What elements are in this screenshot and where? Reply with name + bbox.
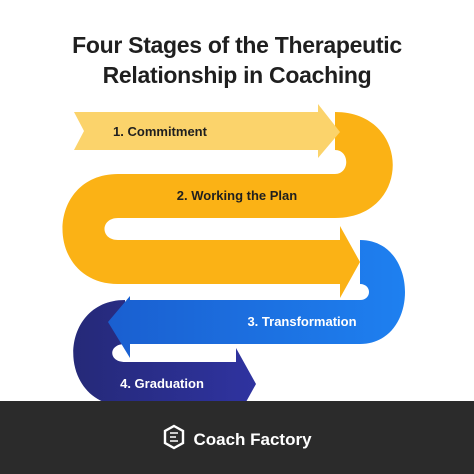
coach-factory-logo-icon [162,424,186,455]
stage-3-transformation-band [108,240,405,358]
title-line-2: Relationship in Coaching [102,62,372,88]
stage-1-label: 1. Commitment [113,124,208,139]
stage-3-label: 3. Transformation [247,314,356,329]
stage-2-working-the-plan-band [62,112,393,298]
brand-name: Coach Factory [193,429,312,449]
brand: Coach Factory [162,424,312,455]
stage-4-label: 4. Graduation [120,376,204,391]
stage-2-label: 2. Working the Plan [177,188,297,203]
diagram-title: Four Stages of the Therapeutic Relations… [0,30,474,90]
stage-1-commitment-band [74,104,340,158]
footer-bar: Coach Factory [0,401,474,474]
title-line-1: Four Stages of the Therapeutic [72,32,402,58]
